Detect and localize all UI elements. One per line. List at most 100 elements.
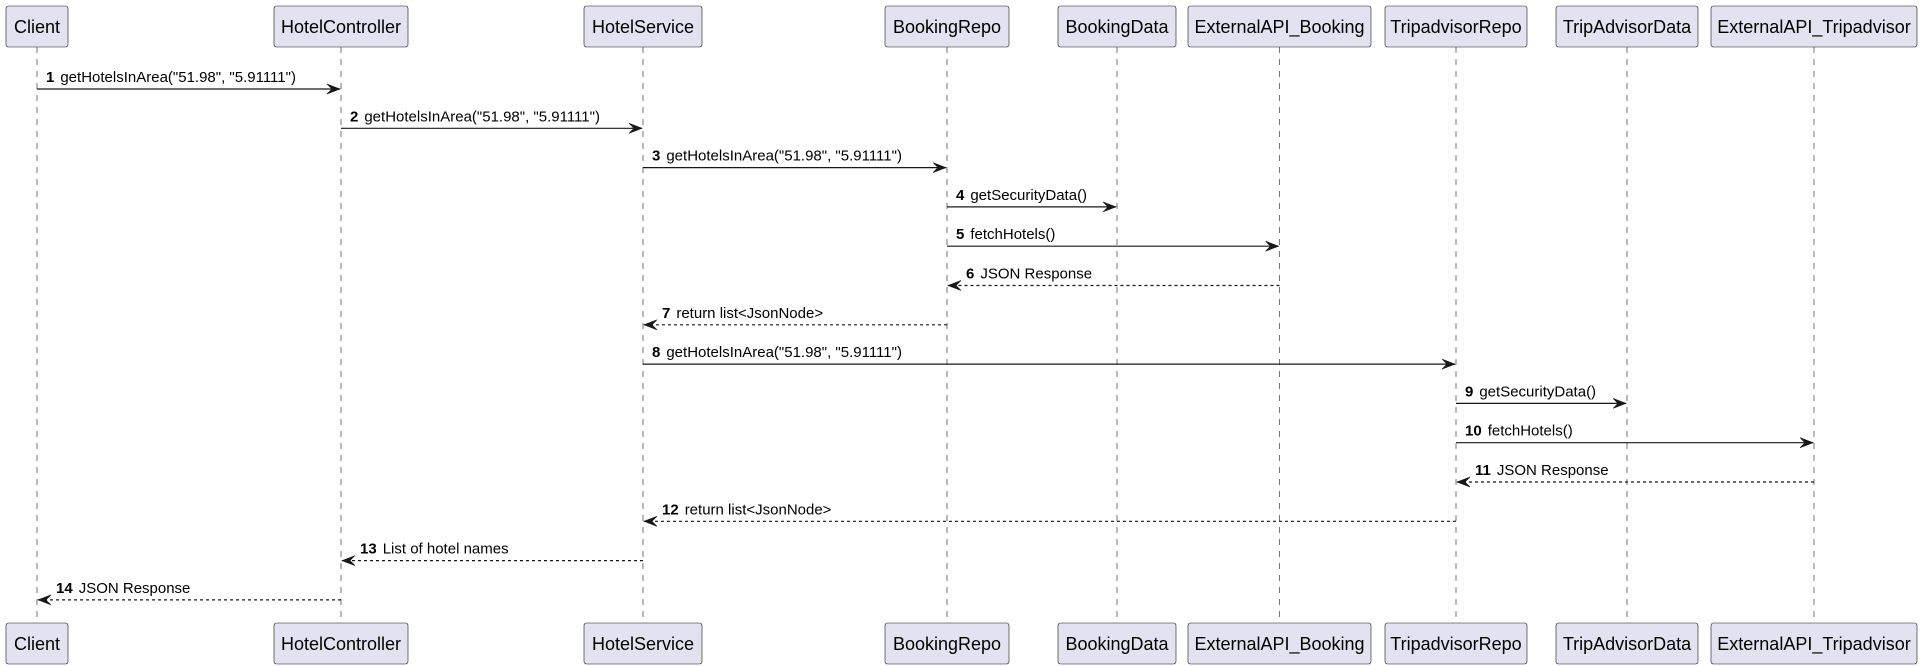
message-number: 1 <box>46 69 54 86</box>
arrow-head-icon <box>643 516 658 527</box>
arrow-head-icon <box>947 280 962 291</box>
message-text: List of hotel names <box>383 541 509 558</box>
message-label: 10 fetchHotels() <box>1465 423 1573 440</box>
participant-booking-data-bottom: BookingData <box>1057 622 1177 665</box>
message-number: 3 <box>652 148 660 165</box>
participant-tripadvisor-repo-top: TripadvisorRepo <box>1384 5 1528 48</box>
participant-hotel-service-bottom: HotelService <box>583 622 703 665</box>
participant-label: Client <box>14 634 60 654</box>
arrow-head-icon <box>1102 201 1117 213</box>
arrow-head-icon <box>1799 437 1814 448</box>
message-6: 6 JSON Response <box>947 266 1280 291</box>
message-label: 9 getSecurityData() <box>1465 383 1596 400</box>
message-text: fetchHotels() <box>970 226 1055 243</box>
messages: 1 getHotelsInArea("51.98", "5.91111") 2 get… <box>37 69 1814 606</box>
message-7: 7 return list<JsonNode> <box>643 305 947 331</box>
arrow-head-icon <box>37 594 52 606</box>
arrow-head-icon <box>932 162 947 173</box>
message-label: 13 List of hotel names <box>360 541 509 558</box>
message-label: 11 JSON Response <box>1475 462 1609 479</box>
message-label: 2 getHotelsInArea("51.98", "5.91111") <box>350 108 600 125</box>
message-1: 1 getHotelsInArea("51.98", "5.91111") <box>37 69 341 95</box>
message-number: 12 <box>662 501 679 518</box>
message-number: 13 <box>360 541 377 558</box>
participant-label: HotelService <box>592 634 694 654</box>
participant-hotel-controller-top: HotelController <box>273 5 409 48</box>
participant-label: TripAdvisorData <box>1563 17 1692 37</box>
arrow-head-icon <box>1441 358 1456 370</box>
participant-label: BookingRepo <box>893 634 1001 654</box>
message-text: return list<JsonNode> <box>685 501 832 518</box>
message-text: getSecurityData() <box>970 187 1087 204</box>
participant-tripadvisor-data-bottom: TripAdvisorData <box>1555 622 1699 665</box>
message-number: 11 <box>1475 462 1491 479</box>
participant-external-api-booking-top: ExternalAPI_Booking <box>1187 5 1372 48</box>
participant-label: ExternalAPI_Tripadvisor <box>1717 634 1910 655</box>
participant-hotel-controller-bottom: HotelController <box>273 622 409 665</box>
message-text: JSON Response <box>980 266 1092 283</box>
lifelines <box>36 47 1815 623</box>
message-text: getHotelsInArea("51.98", "5.91111") <box>60 69 296 86</box>
message-number: 14 <box>56 580 73 597</box>
message-text: fetchHotels() <box>1488 423 1573 440</box>
participant-external-api-booking-bottom: ExternalAPI_Booking <box>1187 622 1372 665</box>
message-number: 5 <box>956 226 964 243</box>
message-number: 2 <box>350 108 358 125</box>
participant-label: TripadvisorRepo <box>1390 634 1521 654</box>
arrow-head-icon <box>326 83 341 95</box>
participant-booking-repo-bottom: BookingRepo <box>884 622 1010 665</box>
participant-external-api-tripadvisor-top: ExternalAPI_Tripadvisor <box>1710 5 1918 48</box>
message-text: JSON Response <box>1497 462 1609 479</box>
arrow-head-icon <box>1456 476 1471 488</box>
participant-row-bottom: Client HotelController HotelService Booking… <box>5 622 1918 665</box>
message-9: 9 getSecurityData() <box>1456 383 1627 409</box>
arrow-head-icon <box>341 555 356 566</box>
message-label: 12 return list<JsonNode> <box>662 501 832 518</box>
arrow-head-icon <box>628 123 643 134</box>
message-label: 8 getHotelsInArea("51.98", "5.91111") <box>652 344 902 361</box>
participant-label: HotelController <box>281 17 401 37</box>
message-12: 12 return list<JsonNode> <box>643 501 1456 527</box>
participant-label: BookingData <box>1065 17 1169 37</box>
message-10: 10 fetchHotels() <box>1456 423 1814 448</box>
message-text: getHotelsInArea("51.98", "5.91111") <box>666 344 902 361</box>
message-number: 9 <box>1465 383 1473 400</box>
message-number: 10 <box>1465 423 1482 440</box>
message-number: 8 <box>652 344 660 361</box>
arrow-head-icon <box>643 319 658 331</box>
participant-label: Client <box>14 17 60 37</box>
message-5: 5 fetchHotels() <box>947 226 1280 252</box>
participant-label: ExternalAPI_Tripadvisor <box>1717 17 1910 38</box>
message-13: 13 List of hotel names <box>341 541 643 566</box>
message-2: 2 getHotelsInArea("51.98", "5.91111") <box>341 108 643 134</box>
message-label: 5 fetchHotels() <box>956 226 1055 243</box>
message-label: 7 return list<JsonNode> <box>662 305 823 322</box>
participant-booking-repo-top: BookingRepo <box>884 5 1010 48</box>
participant-label: BookingData <box>1065 634 1169 654</box>
participant-label: BookingRepo <box>893 17 1001 37</box>
message-text: getHotelsInArea("51.98", "5.91111") <box>364 108 600 125</box>
message-number: 6 <box>966 266 974 283</box>
arrow-head-icon <box>1612 398 1627 409</box>
message-number: 7 <box>662 305 670 322</box>
participant-external-api-tripadvisor-bottom: ExternalAPI_Tripadvisor <box>1710 622 1918 665</box>
participant-row-top: Client HotelController HotelService Booking… <box>5 5 1918 48</box>
message-8: 8 getHotelsInArea("51.98", "5.91111") <box>643 344 1456 370</box>
participant-label: HotelService <box>592 17 694 37</box>
participant-label: TripadvisorRepo <box>1390 17 1521 37</box>
message-label: 1 getHotelsInArea("51.98", "5.91111") <box>46 69 296 86</box>
participant-client-top: Client <box>5 5 69 48</box>
participant-label: ExternalAPI_Booking <box>1194 634 1364 655</box>
message-text: getSecurityData() <box>1479 383 1596 400</box>
message-11: 11 JSON Response <box>1456 462 1814 488</box>
participant-booking-data-top: BookingData <box>1057 5 1177 48</box>
participant-tripadvisor-repo-bottom: TripadvisorRepo <box>1384 622 1528 665</box>
participant-label: TripAdvisorData <box>1563 634 1692 654</box>
message-text: return list<JsonNode> <box>676 305 823 322</box>
message-label: 6 JSON Response <box>966 266 1092 283</box>
participant-client-bottom: Client <box>5 622 69 665</box>
